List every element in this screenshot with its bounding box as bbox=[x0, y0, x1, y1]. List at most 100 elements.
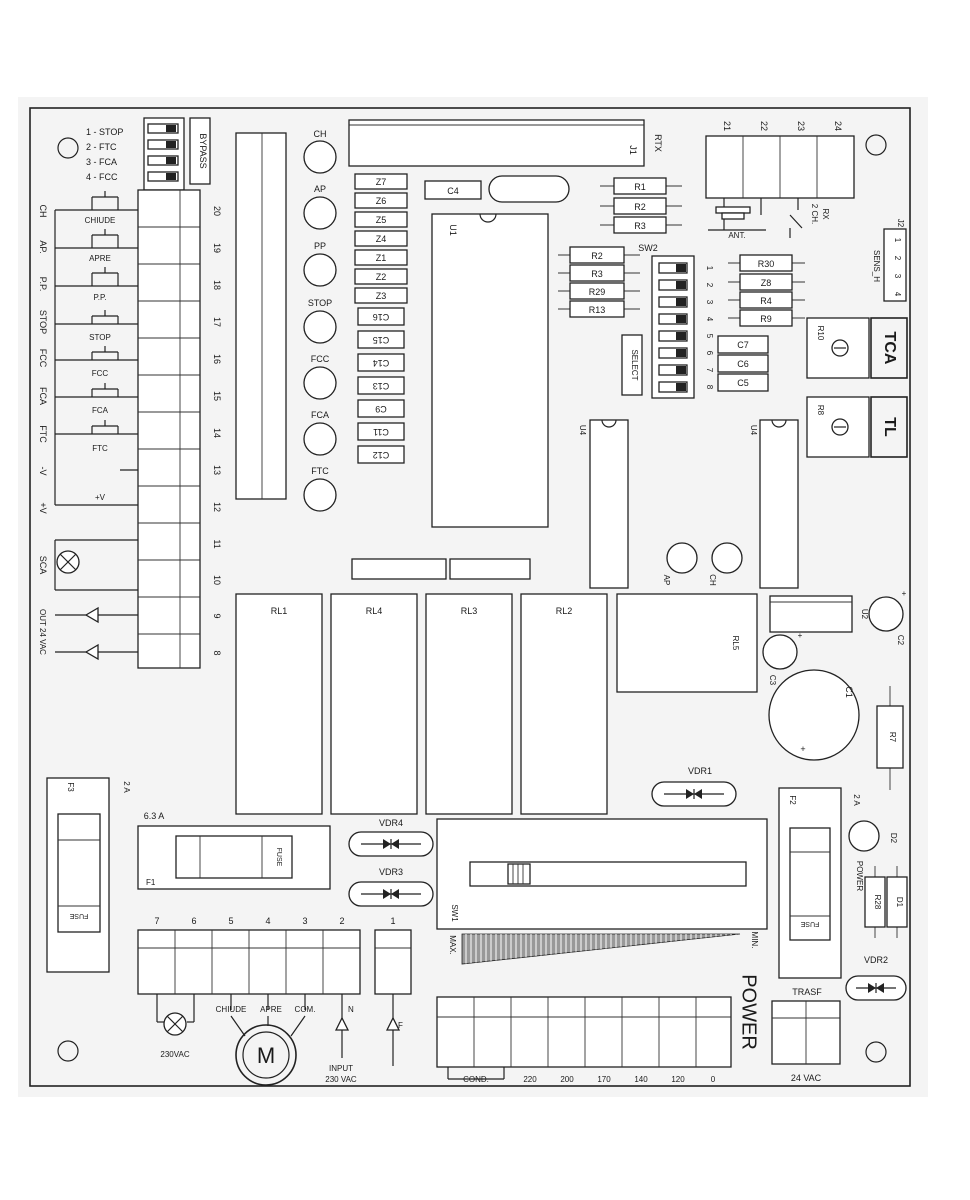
cap-c12: C12 bbox=[373, 450, 390, 460]
f1-rating: 6.3 A bbox=[144, 811, 165, 821]
u2-label: U2 bbox=[860, 609, 869, 620]
power-selector-sw1[interactable]: SW1 bbox=[436, 818, 768, 930]
edge-label-stop: STOP bbox=[38, 310, 48, 334]
trasf-label: TRASF bbox=[792, 987, 822, 997]
j2-pin-4: 4 bbox=[893, 292, 902, 297]
cap-c3 bbox=[762, 634, 798, 670]
terminal-number-10: 10 bbox=[212, 575, 222, 585]
edge-label-ch: CH bbox=[38, 205, 48, 218]
relay-rl2-label: RL2 bbox=[556, 606, 573, 616]
radio-terminal-22: 22 bbox=[759, 121, 769, 131]
zener-z8: Z8 bbox=[761, 278, 772, 288]
u4-left-label: U4 bbox=[578, 425, 587, 436]
bottom-terminal-3: 3 bbox=[302, 916, 307, 926]
tl-label: TL bbox=[881, 417, 898, 437]
relay-rl3 bbox=[425, 593, 513, 815]
terminal-number-11: 11 bbox=[212, 539, 222, 548]
led-ftc bbox=[303, 478, 337, 512]
sw2-number-4: 4 bbox=[705, 317, 714, 322]
f3-fuse-label: FUSE bbox=[69, 912, 88, 919]
rx-2ch-contact: RX 2 CH. bbox=[789, 198, 830, 238]
led-label-fca: FCA bbox=[311, 410, 329, 420]
bypass-label: BYPASS bbox=[198, 133, 208, 168]
terminal-number-13: 13 bbox=[212, 465, 222, 475]
select-box bbox=[621, 334, 643, 396]
zener-z6: Z6 bbox=[376, 196, 387, 206]
zener-z5: Z5 bbox=[376, 215, 387, 225]
bottom-terminal-6: 6 bbox=[191, 916, 196, 926]
led-ch-lower-label: CH bbox=[708, 574, 717, 586]
board-outline bbox=[29, 107, 911, 1087]
zener-z2: Z2 bbox=[376, 272, 387, 282]
sw2-number-1: 1 bbox=[705, 266, 714, 271]
mounting-hole-top-left bbox=[57, 137, 79, 159]
resistor-r3-top: R3 bbox=[634, 221, 646, 231]
dip-legend-2: 2 - FTC bbox=[86, 142, 117, 152]
lamp-230vac: 230VAC bbox=[156, 994, 195, 1059]
sw1-label: SW1 bbox=[450, 904, 459, 922]
rx-label: RX bbox=[821, 208, 830, 220]
motor-outer-ring bbox=[235, 1024, 297, 1086]
relay-rl1-label: RL1 bbox=[271, 606, 288, 616]
sw2-position-numbers: 1 2 3 4 5 6 7 8 bbox=[705, 266, 714, 390]
varistor-vdr2 bbox=[845, 975, 907, 1001]
dip-switch-sw2[interactable] bbox=[651, 255, 695, 399]
tl-trimmer[interactable]: R8 TL bbox=[806, 396, 908, 458]
led-fca bbox=[303, 422, 337, 456]
dip-legend-1: 1 - STOP bbox=[86, 127, 123, 137]
strip-left bbox=[351, 558, 447, 580]
zener-z1: Z1 bbox=[376, 253, 387, 263]
switch-stop: STOP bbox=[55, 310, 138, 342]
terminal-number-8: 8 bbox=[212, 650, 222, 655]
vdr2-label: VDR2 bbox=[864, 955, 888, 965]
tca-trimmer[interactable]: R10 TCA bbox=[806, 317, 908, 379]
dip-legend: 1 - STOP 2 - FTC 3 - FCA 4 - FCC bbox=[86, 127, 123, 182]
motor-wiring: CHIUDE APRE COM. bbox=[216, 994, 315, 1037]
edge-label-fca: FCA bbox=[38, 387, 48, 405]
f-label: F bbox=[398, 1021, 403, 1030]
terminal-number-12: 12 bbox=[212, 502, 222, 512]
input-n: N bbox=[334, 994, 354, 1058]
select-label: SELECT bbox=[630, 349, 639, 380]
tap-170: 170 bbox=[597, 1075, 611, 1084]
c2-plus: + bbox=[902, 589, 907, 598]
crystal bbox=[488, 175, 570, 203]
r28-label: R28 bbox=[873, 895, 882, 910]
terminal-number-19: 19 bbox=[212, 243, 222, 253]
input-230vac-label: 230 VAC bbox=[325, 1075, 357, 1084]
edge-label-out-24vac: OUT 24 VAC bbox=[38, 609, 47, 655]
left-edge-labels: CH AP. P.P. STOP FCC FCA FTC -V +V SCA O… bbox=[38, 205, 48, 656]
mounting-hole-top-right bbox=[865, 134, 887, 156]
bottom-terminal-1: 1 bbox=[390, 916, 395, 926]
switch-chiude: CHIUDE bbox=[55, 191, 138, 225]
led-pp bbox=[303, 253, 337, 287]
terminal-number-17: 17 bbox=[212, 317, 222, 327]
dip-legend-4: 4 - FCC bbox=[86, 172, 118, 182]
led-ap-lower bbox=[666, 542, 698, 574]
power-ramp-hatching bbox=[465, 934, 737, 964]
c3-label: C3 bbox=[768, 675, 777, 686]
led-label-pp: PP bbox=[314, 241, 326, 251]
chip-u1: U1 bbox=[431, 213, 549, 528]
j2-pin-1: 1 bbox=[893, 238, 902, 243]
bypass-dip-switch[interactable] bbox=[143, 117, 185, 191]
cap-c5: C5 bbox=[737, 378, 749, 388]
n-label: N bbox=[348, 1005, 354, 1014]
motor-icon bbox=[242, 1031, 290, 1079]
j2-connector: J2 1 2 3 4 SENS_H bbox=[872, 219, 907, 302]
tap-120: 120 bbox=[671, 1075, 685, 1084]
switch-label-ftc: FTC bbox=[92, 444, 108, 453]
switch-fcc: FCC bbox=[55, 346, 138, 378]
switch-label-pp: P.P. bbox=[93, 293, 106, 302]
voltage-tap-labels: 220 200 170 140 120 0 bbox=[523, 1075, 715, 1084]
chip-u4-right: U4 bbox=[749, 419, 799, 589]
terminal-number-18: 18 bbox=[212, 280, 222, 290]
switch-apre: APRE bbox=[55, 229, 138, 263]
sw2-number-3: 3 bbox=[705, 300, 714, 305]
resistors-right: R30 Z8 R4 R9 bbox=[728, 254, 805, 327]
sw2-label: SW2 bbox=[638, 243, 658, 253]
varistor-vdr3 bbox=[348, 881, 434, 907]
motor-terminal-block bbox=[137, 929, 361, 995]
zener-z3: Z3 bbox=[376, 291, 387, 301]
